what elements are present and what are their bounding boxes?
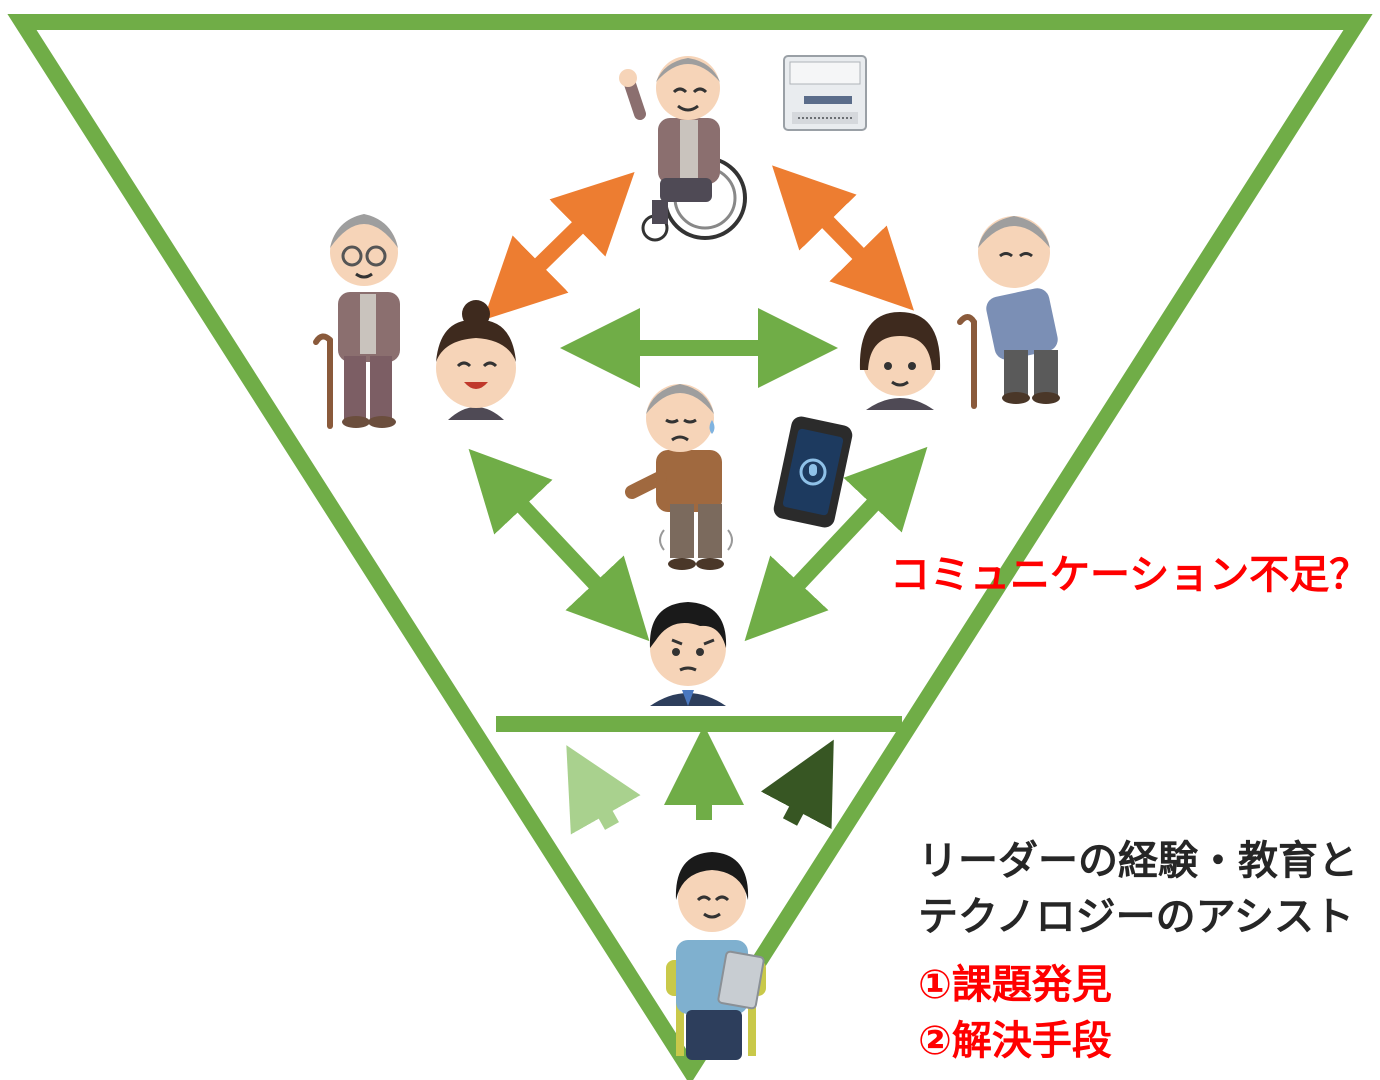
determined-staff-man-illustration xyxy=(649,602,727,706)
elderly-woman-with-cane-illustration xyxy=(313,214,400,429)
arrow-right-caregiver-to-staff xyxy=(744,446,928,642)
point-issue-discovery: ①課題発見 xyxy=(918,962,1112,1008)
arrow-left-caregiver-to-staff xyxy=(468,448,650,642)
inverted-triangle-frame xyxy=(7,13,1373,1080)
arrow-wheelchair-elder-to-right-caregiver xyxy=(772,165,914,311)
leader-woman-with-tablet-illustration xyxy=(666,852,766,1060)
anxious-elderly-man-illustration xyxy=(625,384,733,570)
support-arrow-dark xyxy=(760,739,834,830)
smiling-caregiver-woman-illustration xyxy=(436,300,516,420)
smartphone-voice-app-illustration xyxy=(773,416,853,528)
printer-device-illustration xyxy=(783,55,867,131)
technology-assist-line: テクノロジーのアシスト xyxy=(918,894,1354,940)
caregiver-woman-bob-hair-illustration xyxy=(859,312,941,410)
arrow-left-caregiver-to-wheelchair-elder xyxy=(483,172,635,320)
communication-shortage-label: コミュニケーション不足？ xyxy=(890,552,1370,598)
elderly-man-with-cane-illustration xyxy=(957,216,1060,409)
point-solution-means: ②解決手段 xyxy=(918,1018,1112,1064)
elder-in-wheelchair-illustration xyxy=(619,56,747,242)
leader-experience-line: リーダーの経験・教育と xyxy=(918,838,1358,884)
support-arrow-light xyxy=(566,745,641,835)
